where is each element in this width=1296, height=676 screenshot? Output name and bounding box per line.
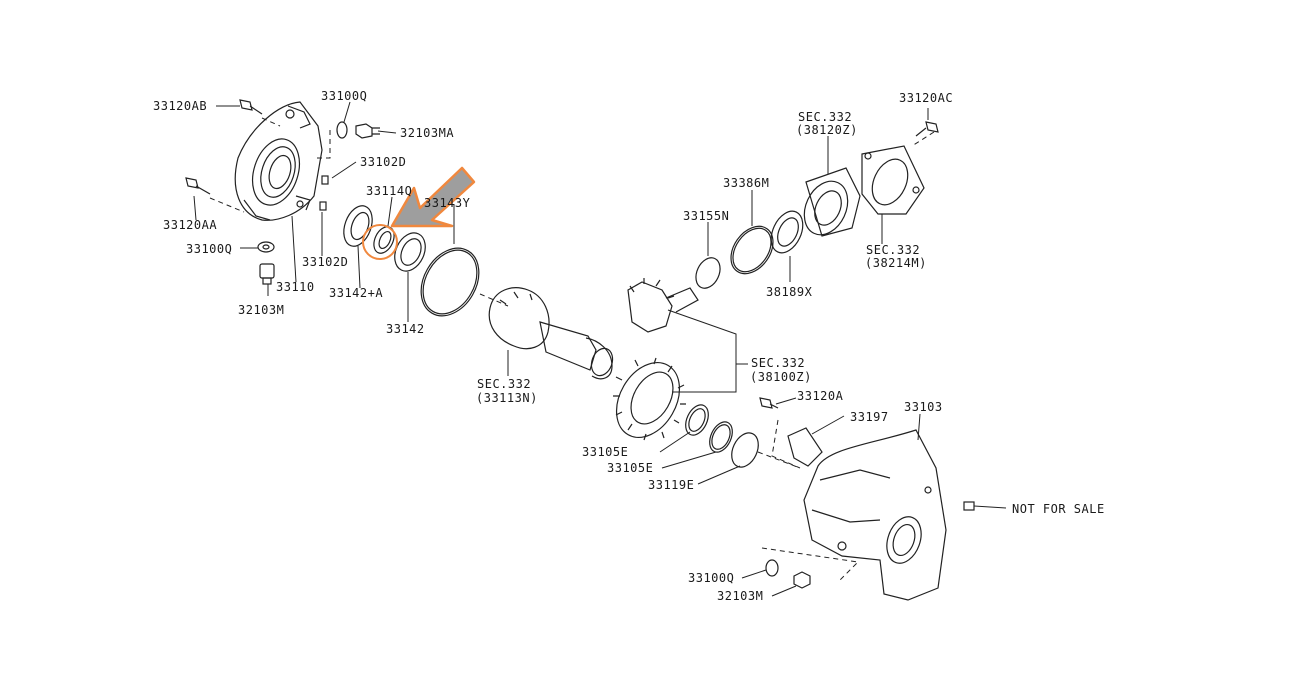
- plug-32103M-bottom[interactable]: [793, 571, 811, 589]
- bolt-33120AA[interactable]: [185, 177, 211, 195]
- washer-33105E-1[interactable]: [681, 401, 713, 438]
- label-33120A: 33120A: [797, 389, 844, 403]
- label-33386M: 33386M: [723, 176, 770, 190]
- label-sec332-38100Z: SEC.332: [751, 356, 806, 370]
- label-33114Q: 33114Q: [366, 184, 413, 198]
- label-33142A: 33142+A: [329, 286, 384, 300]
- oring-33143Y[interactable]: [409, 238, 490, 326]
- plug-32103M-left[interactable]: [259, 263, 275, 285]
- label-sec332-38120Z-sub: (38120Z): [796, 123, 858, 137]
- highlight-circle: [362, 224, 398, 260]
- label-33100Q-bottom: 33100Q: [688, 571, 735, 585]
- label-33105E-1: 33105E: [582, 445, 629, 459]
- label-38189X: 38189X: [766, 285, 813, 299]
- label-33105E-2: 33105E: [607, 461, 654, 475]
- seal-38189X[interactable]: [765, 206, 809, 258]
- label-33120AB: 33120AB: [153, 99, 208, 113]
- washer-33100Q-top[interactable]: [336, 121, 348, 139]
- label-sec332-38120Z: SEC.332: [798, 110, 853, 124]
- label-sec332-38214M: SEC.332: [866, 243, 921, 257]
- label-33119E: 33119E: [648, 478, 695, 492]
- washer-33100Q-left[interactable]: [257, 241, 275, 253]
- stud-not-for-sale[interactable]: [963, 501, 975, 511]
- label-not-for-sale: NOT FOR SALE: [1012, 502, 1105, 516]
- label-sec332-38214M-sub: (38214M): [865, 256, 927, 270]
- oring-33386M[interactable]: [722, 218, 781, 281]
- label-33197: 33197: [850, 410, 889, 424]
- shaft-33113N[interactable]: [488, 287, 616, 380]
- label-sec332-33113N: SEC.332: [477, 377, 532, 391]
- bolt-33120AB[interactable]: [239, 99, 263, 115]
- plug-32103MA[interactable]: [355, 123, 380, 139]
- label-33155N: 33155N: [683, 209, 730, 223]
- washer-33105E-2[interactable]: [705, 418, 737, 455]
- label-33103: 33103: [904, 400, 943, 414]
- pointer-arrow-icon: [390, 166, 476, 228]
- label-sec332-38100Z-sub: (38100Z): [750, 370, 812, 384]
- label-33143Y: 33143Y: [424, 196, 471, 210]
- ring-gear[interactable]: [604, 351, 692, 448]
- housing-33110[interactable]: [234, 101, 323, 221]
- bolt-33120A[interactable]: [759, 397, 779, 409]
- washer-33100Q-bottom[interactable]: [765, 559, 779, 577]
- label-33100Q-top: 33100Q: [321, 89, 368, 103]
- seal-33142A[interactable]: [339, 202, 378, 250]
- gasket-38214M[interactable]: [861, 145, 925, 215]
- oring-33119E[interactable]: [727, 429, 764, 472]
- washer-33155N[interactable]: [691, 254, 724, 292]
- bolt-33120AC[interactable]: [915, 121, 939, 137]
- label-33120AC: 33120AC: [899, 91, 954, 105]
- case-33103[interactable]: [803, 429, 947, 601]
- bracket-33197[interactable]: [787, 427, 823, 467]
- leader-lines: [193, 101, 1007, 597]
- assembly-guides: [209, 117, 935, 581]
- label-sec332-33113N-sub: (33113N): [476, 391, 538, 405]
- pins-33102D[interactable]: [319, 175, 329, 211]
- label-32103M-bottom: 32103M: [717, 589, 764, 603]
- label-33142: 33142: [386, 322, 425, 336]
- label-33100Q-left: 33100Q: [186, 242, 233, 256]
- label-32103MA: 32103MA: [400, 126, 455, 140]
- label-32103M-left: 32103M: [238, 303, 285, 317]
- label-33102D-top: 33102D: [360, 155, 407, 169]
- label-33102D-bottom: 33102D: [302, 255, 349, 269]
- label-33110: 33110: [276, 280, 315, 294]
- pinion-gear[interactable]: [627, 278, 699, 333]
- label-33120AA: 33120AA: [163, 218, 218, 232]
- bearing-38120Z[interactable]: [796, 167, 861, 242]
